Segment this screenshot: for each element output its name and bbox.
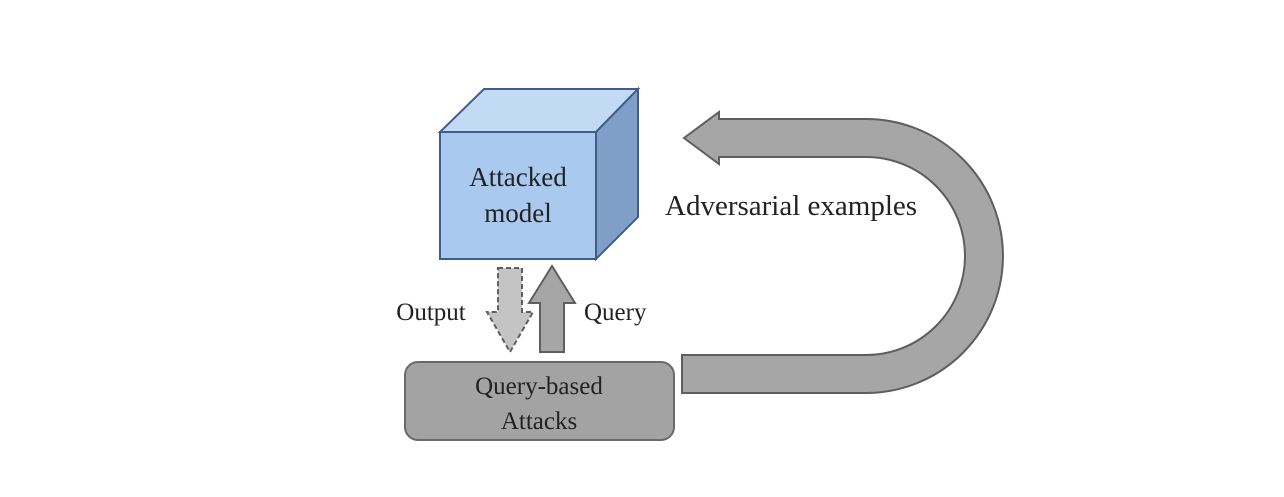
query-arrow [527, 264, 577, 353]
attacks-label-line1: Query-based [475, 373, 603, 400]
query-label: Query [584, 299, 647, 326]
output-arrow [485, 267, 535, 355]
feedback-arrow-shape [681, 110, 1004, 394]
output-label: Output [396, 299, 466, 326]
query-based-attacks-box: Query-based Attacks [404, 361, 675, 441]
adversarial-examples-label: Adversarial examples [665, 190, 917, 222]
cube-front-face [439, 131, 597, 260]
attacked-model-label-line2: model [484, 198, 552, 228]
attacked-model-label-line1: Attacked [469, 162, 567, 192]
output-arrow-shape [485, 267, 535, 355]
adversarial-feedback-arrow [681, 110, 1004, 394]
query-arrow-shape [527, 264, 577, 353]
attacked-model-cube: Attacked model [437, 86, 641, 262]
attacks-box-rect [404, 361, 675, 441]
attacks-label-line2: Attacks [501, 408, 577, 435]
